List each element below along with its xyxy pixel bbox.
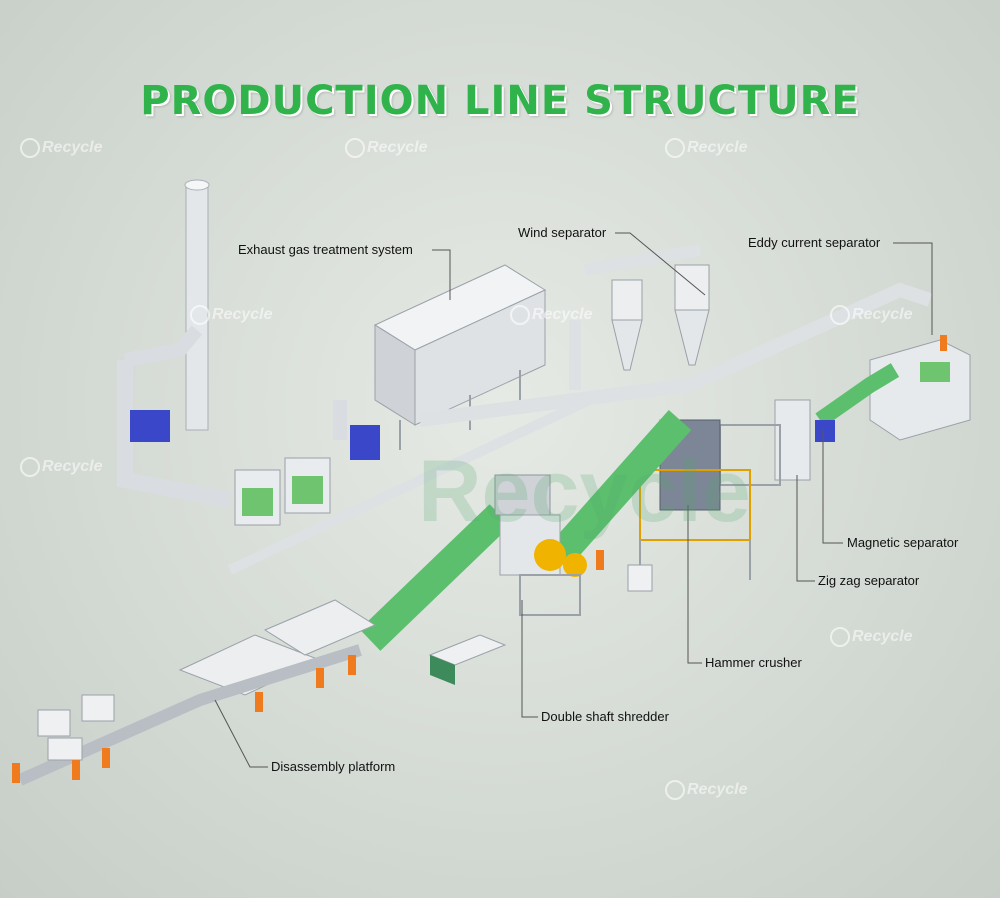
conveyor-to-shredder xyxy=(359,504,511,651)
page-title: PRODUCTION LINE STRUCTURE xyxy=(140,78,860,124)
workers xyxy=(12,335,947,783)
watermark: Recycle xyxy=(42,139,103,156)
label-magnetic-separator: Magnetic separator xyxy=(847,535,959,550)
conveyor-to-crusher xyxy=(548,410,692,565)
watermark: Recycle xyxy=(687,139,748,156)
disassembly-platform-structure xyxy=(17,390,603,786)
exhaust-treatment-box xyxy=(333,264,547,460)
label-wind-separator: Wind separator xyxy=(518,225,607,240)
eddy-current-machine xyxy=(815,339,971,441)
collection-bins xyxy=(428,564,653,685)
double-shaft-shredder-machine xyxy=(494,474,587,616)
label-disassembly-platform: Disassembly platform xyxy=(271,759,396,774)
hammer-crusher-machine xyxy=(639,419,751,580)
watermark: Recycle xyxy=(852,628,913,645)
exhaust-stack xyxy=(117,179,232,508)
label-double-shaft-shredder: Double shaft shredder xyxy=(541,709,669,724)
main-duct xyxy=(419,282,933,427)
watermark: Recycle xyxy=(532,306,593,323)
watermark: Recycle xyxy=(42,458,103,475)
filter-boxes xyxy=(234,457,331,526)
watermark: Recycle xyxy=(687,781,748,798)
label-leader-lines xyxy=(214,232,933,768)
label-zig-zag-separator: Zig zag separator xyxy=(818,573,920,588)
watermark-badges xyxy=(20,138,850,800)
watermark: Recycle xyxy=(367,139,428,156)
wind-separator-cyclones xyxy=(569,244,710,390)
label-eddy-current-separator: Eddy current separator xyxy=(748,235,881,250)
watermark: Recycle xyxy=(852,306,913,323)
watermark: Recycle xyxy=(212,306,273,323)
label-hammer-crusher: Hammer crusher xyxy=(705,655,802,670)
label-exhaust-gas-treatment: Exhaust gas treatment system xyxy=(238,242,413,257)
watermark-large: Recycle xyxy=(418,441,751,540)
